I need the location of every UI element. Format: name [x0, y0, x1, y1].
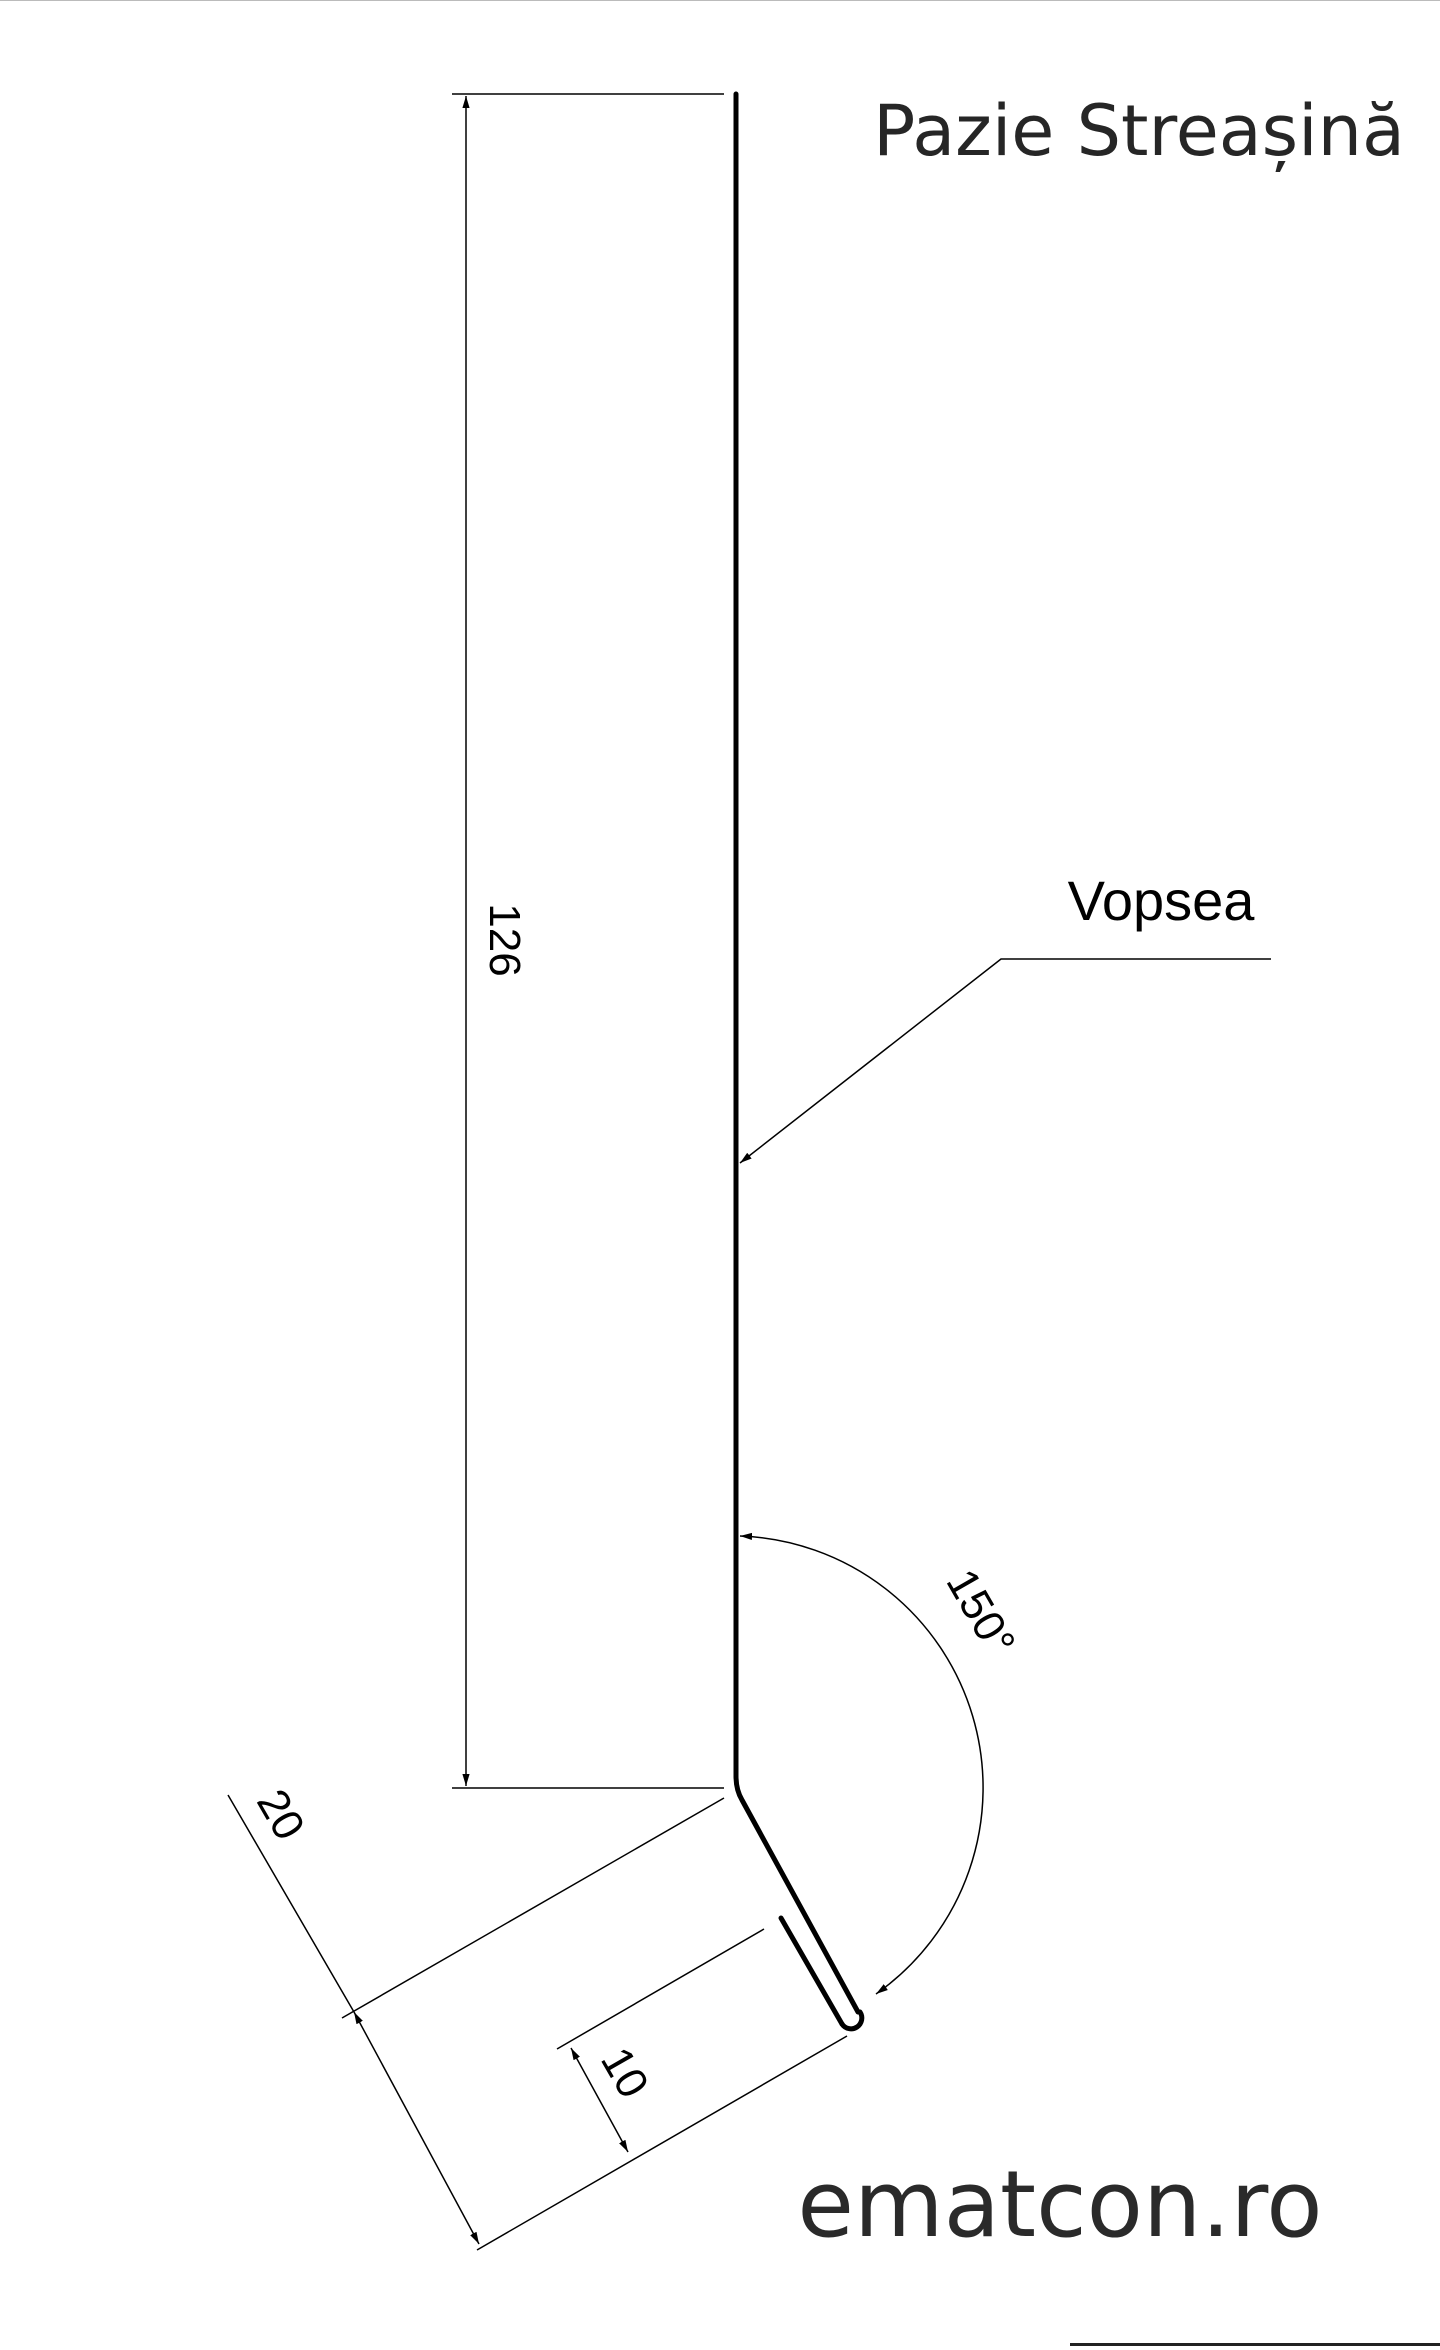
bottom-edge-mark: [1070, 2343, 1440, 2346]
coating-label: Vopsea: [1068, 869, 1256, 932]
dimension-flange: [227, 1794, 848, 2251]
dimension-hem-label: 10: [591, 2039, 658, 2106]
sheet-profile: [733, 91, 865, 2032]
coating-leader: [739, 958, 1271, 1164]
dimension-angle-label: 150°: [937, 1561, 1025, 1664]
drawing-title: Pazie Streașină: [873, 90, 1405, 172]
hem-fold: [839, 2009, 865, 2032]
dimension-hem: [556, 1928, 765, 2153]
dimension-flange-label: 20: [247, 1781, 314, 1848]
dimension-height-label: 126: [480, 903, 529, 976]
brand-watermark: ematcon.ro: [797, 2151, 1322, 2258]
profile-outline: [733, 91, 861, 2015]
dimension-height: [452, 93, 724, 1789]
dimension-angle: [739, 1532, 984, 1995]
